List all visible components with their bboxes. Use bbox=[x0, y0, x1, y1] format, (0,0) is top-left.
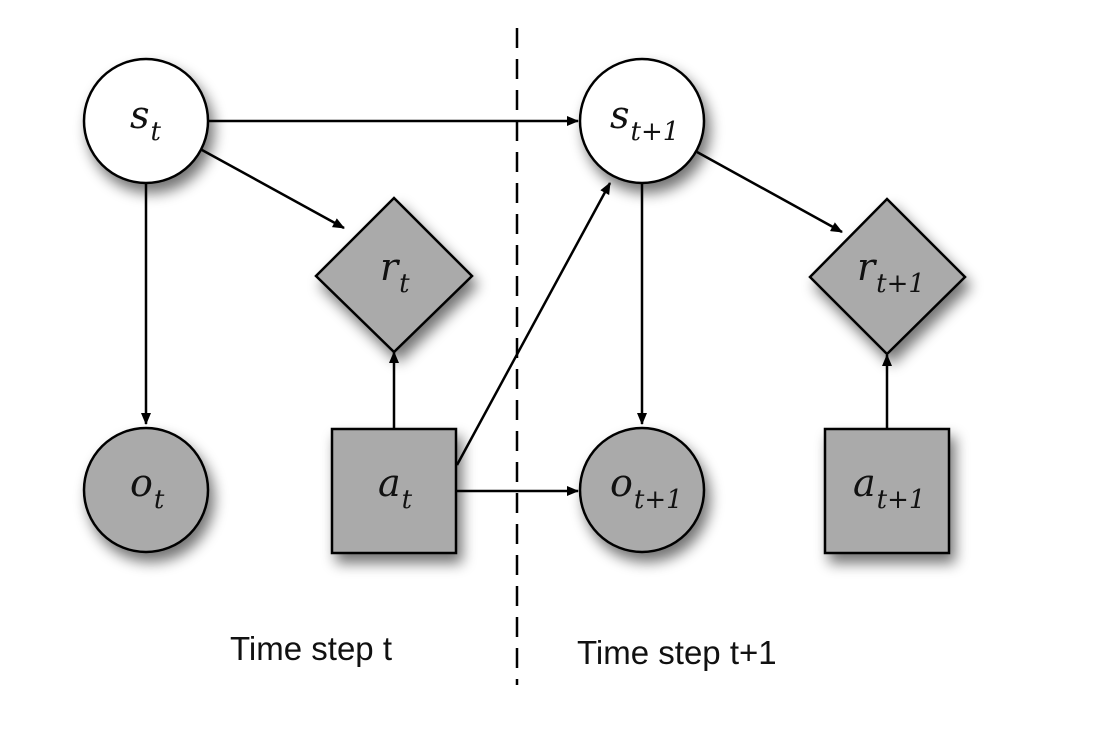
node-o_t1-label: ot+1 bbox=[610, 461, 683, 515]
node-a_t: at bbox=[330, 427, 458, 555]
node-s_t1-label: st+1 bbox=[610, 93, 679, 147]
node-r_t: rt bbox=[314, 196, 474, 354]
node-s_t1: st+1 bbox=[578, 57, 706, 185]
node-o_t-label: ot bbox=[130, 461, 165, 515]
node-r_t1-label: rt+1 bbox=[857, 245, 925, 299]
node-s_t-label: st bbox=[130, 93, 162, 147]
caption-time-step-t-plus-1: Time step t+1 bbox=[577, 634, 777, 671]
node-s_t: st bbox=[82, 57, 210, 185]
node-r_t1: rt+1 bbox=[808, 197, 967, 356]
node-r_t-label: rt bbox=[380, 245, 410, 299]
node-r_t1-shape bbox=[808, 197, 967, 356]
edge-s_t-to-r_t bbox=[201, 148, 345, 230]
node-a_t-shape bbox=[330, 427, 458, 555]
node-o_t: ot bbox=[82, 426, 210, 554]
edge-a_t-to-s_t1 bbox=[455, 182, 612, 466]
node-s_t1-shape bbox=[578, 57, 706, 185]
node-o_t1: ot+1 bbox=[578, 426, 706, 554]
node-a_t1: at+1 bbox=[823, 427, 951, 555]
node-a_t1-label: at+1 bbox=[853, 461, 925, 515]
edges bbox=[141, 116, 892, 496]
edge-s_t1-to-r_t1 bbox=[696, 150, 843, 234]
node-a_t1-shape bbox=[823, 427, 951, 555]
node-o_t-shape bbox=[82, 426, 210, 554]
node-r_t-shape bbox=[314, 196, 474, 354]
node-o_t1-shape bbox=[578, 426, 706, 554]
node-a_t-label: at bbox=[378, 461, 413, 515]
node-s_t-shape bbox=[82, 57, 210, 185]
caption-time-step-t: Time step t bbox=[230, 630, 392, 667]
